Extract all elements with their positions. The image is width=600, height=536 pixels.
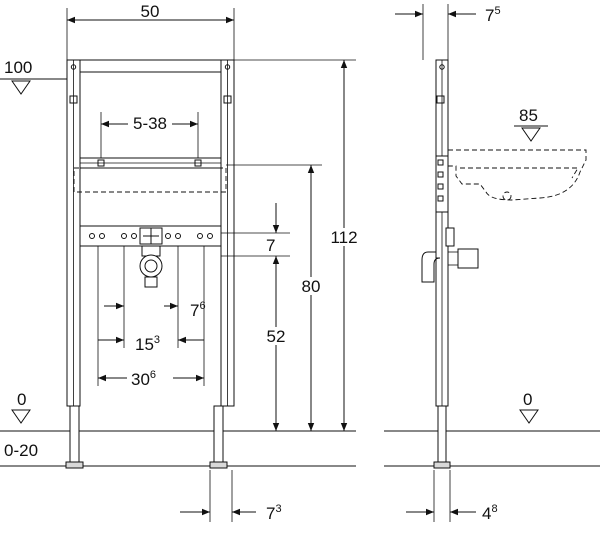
foot-width-label: 73 [266,503,282,523]
inner-spacing-label: 153 [135,334,160,354]
outer-spacing-label: 306 [131,369,156,389]
front-view: 50 5-38 100 0 0-20 112 80 7 52 [0,2,360,523]
floor-range-label: 0-20 [4,441,38,460]
side-frame [433,59,451,469]
bracket-spacing-label: 5-38 [133,114,167,133]
level-floor-label: 0 [17,390,26,409]
basin-outline [448,149,587,201]
basin-bracket [73,157,227,193]
frame-width-label: 50 [141,2,160,21]
tap-height-label: 80 [302,277,321,296]
total-height-label: 112 [330,228,357,247]
level-top-label: 100 [4,58,32,77]
drain-fitting [139,245,163,288]
drain-height-label: 52 [267,327,286,346]
side-view: 75 85 0 48 [384,4,600,523]
frame-depth-label: 75 [485,5,501,25]
side-level-floor-label: 0 [523,390,532,409]
frame-legs [65,405,228,469]
outlet-offset-label: 7 [266,236,275,255]
foot-depth-label: 48 [482,503,498,523]
basin-level-label: 85 [519,106,538,125]
side-drain [421,227,479,283]
supply-plate [79,225,222,247]
outlet-spacing-label: 76 [190,300,206,320]
